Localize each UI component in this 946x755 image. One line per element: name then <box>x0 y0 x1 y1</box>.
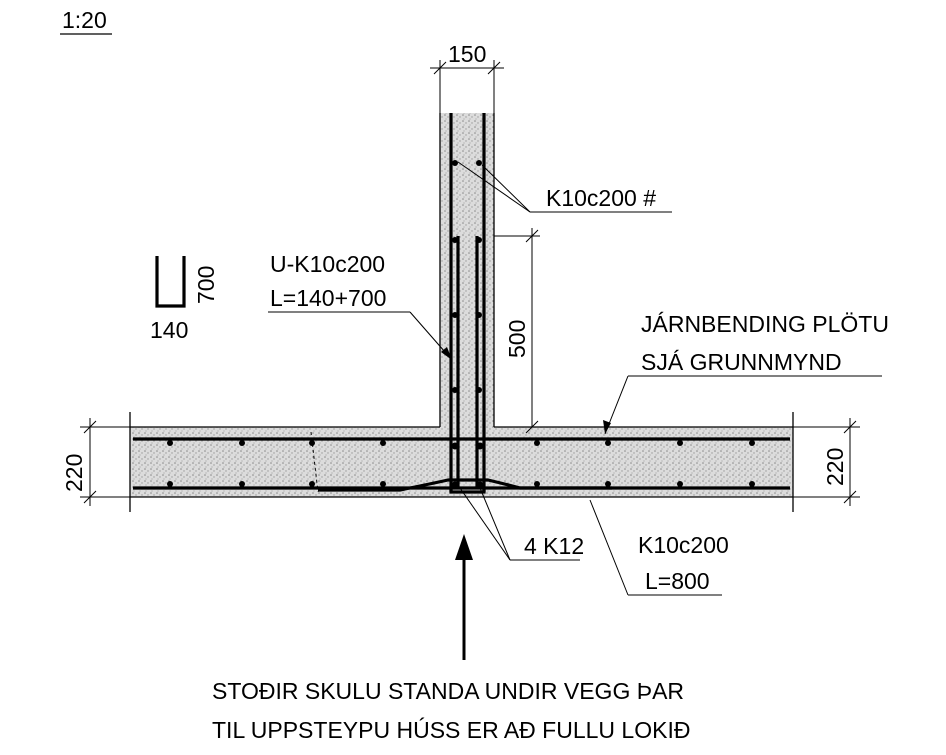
wall-mesh-label: K10c200 # <box>546 185 656 211</box>
bottom-bar-callout: K10c200 L=800 <box>589 499 729 596</box>
reinforcement <box>133 113 790 494</box>
scale-label: 1:20 <box>62 7 107 33</box>
wall-mesh-callout: K10c200 # <box>457 161 672 213</box>
u-bar-shape: 700 140 <box>150 256 219 343</box>
u-bar-name-label: U-K10c200 <box>270 251 385 277</box>
u-bar-length-label: L=140+700 <box>270 285 386 311</box>
lap-length-label: 500 <box>504 320 530 358</box>
dim-wall-width: 150 <box>430 41 504 113</box>
dim-slab-left: 220 <box>61 418 130 506</box>
dim-lap-length: 500 <box>494 228 540 434</box>
note-line2: TIL UPPSTEYPU HÚSS ER AÐ FULLU LOKIÐ <box>212 717 690 743</box>
corner-bars-label: 4 K12 <box>524 533 584 559</box>
prop-arrow <box>455 534 473 660</box>
slab-reinf-callout: JÁRNBENDING PLÖTU SJÁ GRUNNMYND <box>603 311 889 435</box>
note-line1: STOÐIR SKULU STANDA UNDIR VEGG ÞAR <box>212 678 684 704</box>
bottom-bar-length-label: L=800 <box>645 568 710 594</box>
slab-reinf-line1: JÁRNBENDING PLÖTU <box>641 311 889 337</box>
wall-width-label: 150 <box>448 41 486 67</box>
slab-reinf-line2: SJÁ GRUNNMYND <box>641 349 842 375</box>
u-bar-height-label: 700 <box>193 266 219 304</box>
dim-slab-right: 220 <box>793 418 860 506</box>
wall-concrete <box>440 113 494 429</box>
corner-bars-callout: 4 K12 <box>459 487 584 561</box>
bottom-bar-name-label: K10c200 <box>638 532 729 558</box>
u-bar-width-label: 140 <box>150 317 188 343</box>
slab-thickness-right-label: 220 <box>822 448 848 486</box>
slab-thickness-left-label: 220 <box>61 454 87 492</box>
extra-bottom-bar <box>318 478 612 492</box>
arrow-up-icon <box>455 534 473 560</box>
u-bar-callout: U-K10c200 L=140+700 <box>268 251 453 361</box>
